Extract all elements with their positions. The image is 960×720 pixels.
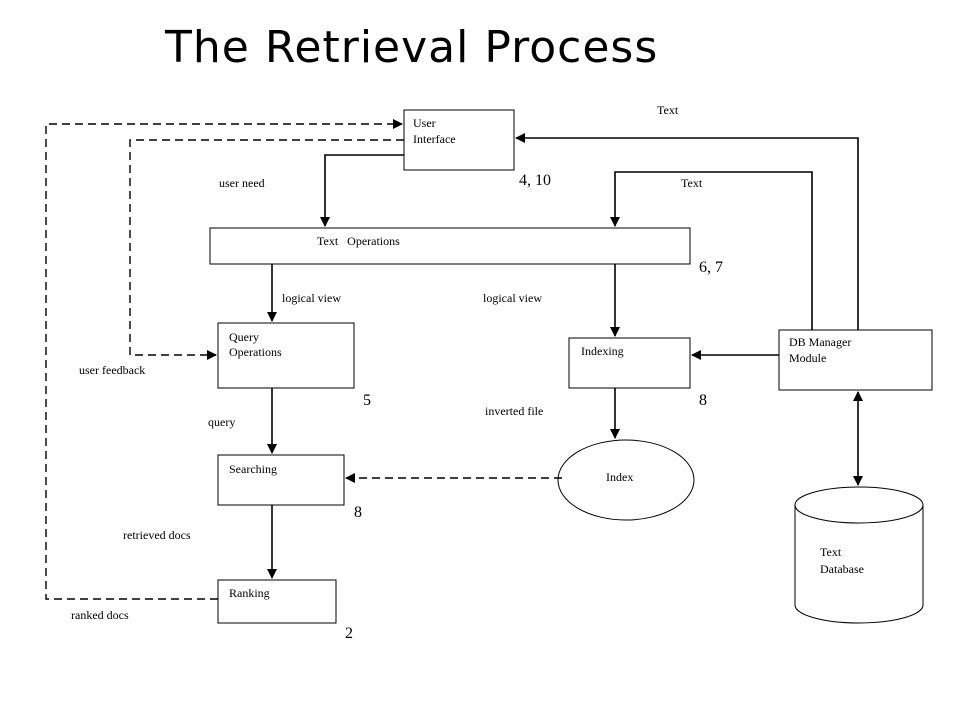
edge-label-user-need: user need	[219, 176, 265, 190]
edge-label-ranked-docs: ranked docs	[71, 608, 129, 622]
page-title: The Retrieval Process	[165, 22, 659, 73]
index-label: Index	[606, 470, 633, 484]
edge-label-user-feedback: user feedback	[79, 363, 145, 377]
text-database-label-1: Text	[820, 545, 842, 559]
query-operations-box	[217, 322, 355, 389]
text-database-cylinder	[794, 486, 924, 624]
step-number-query-ops: 5	[363, 392, 371, 409]
dashed-ranked-docs-feedback	[45, 119, 403, 600]
text-operations-box	[209, 227, 691, 265]
step-number-ui: 4, 10	[519, 172, 551, 189]
edge-label-text-top: Text	[657, 103, 679, 117]
ranking-label: Ranking	[229, 586, 270, 600]
searching-label: Searching	[229, 462, 277, 476]
arrow-ui-to-textops	[320, 154, 404, 227]
query-operations-label-1: Query	[229, 330, 259, 344]
edge-label-inverted-file: inverted file	[485, 404, 543, 418]
indexing-label: Indexing	[581, 344, 624, 358]
step-number-ranking: 2	[345, 625, 353, 642]
edge-label-query: query	[208, 415, 235, 429]
edge-label-logical-view-left: logical view	[282, 291, 341, 305]
query-operations-label-2: Operations	[229, 345, 282, 359]
user-interface-box	[403, 109, 515, 171]
edge-label-text-right: Text	[681, 176, 703, 190]
step-number-indexing: 8	[699, 392, 707, 409]
ranking-box	[217, 579, 337, 624]
text-operations-label: Text Operations	[317, 234, 400, 248]
index-ellipse	[557, 439, 695, 521]
dashed-user-feedback	[129, 139, 404, 360]
db-manager-box	[778, 329, 933, 391]
edge-label-retrieved-docs: retrieved docs	[123, 528, 191, 542]
user-interface-label-1: User	[413, 116, 436, 130]
step-number-text-ops: 6, 7	[699, 259, 723, 276]
arrow-db-to-ui	[515, 133, 859, 330]
db-manager-label-2: Module	[789, 351, 826, 365]
text-database-label-2: Database	[820, 562, 864, 576]
indexing-box	[568, 337, 691, 389]
db-manager-label-1: DB Manager	[789, 335, 851, 349]
edge-label-logical-view-right: logical view	[483, 291, 542, 305]
user-interface-label-2: Interface	[413, 132, 456, 146]
arrow-db-to-textops	[610, 171, 813, 330]
searching-box	[217, 454, 345, 506]
step-number-searching: 8	[354, 504, 362, 521]
